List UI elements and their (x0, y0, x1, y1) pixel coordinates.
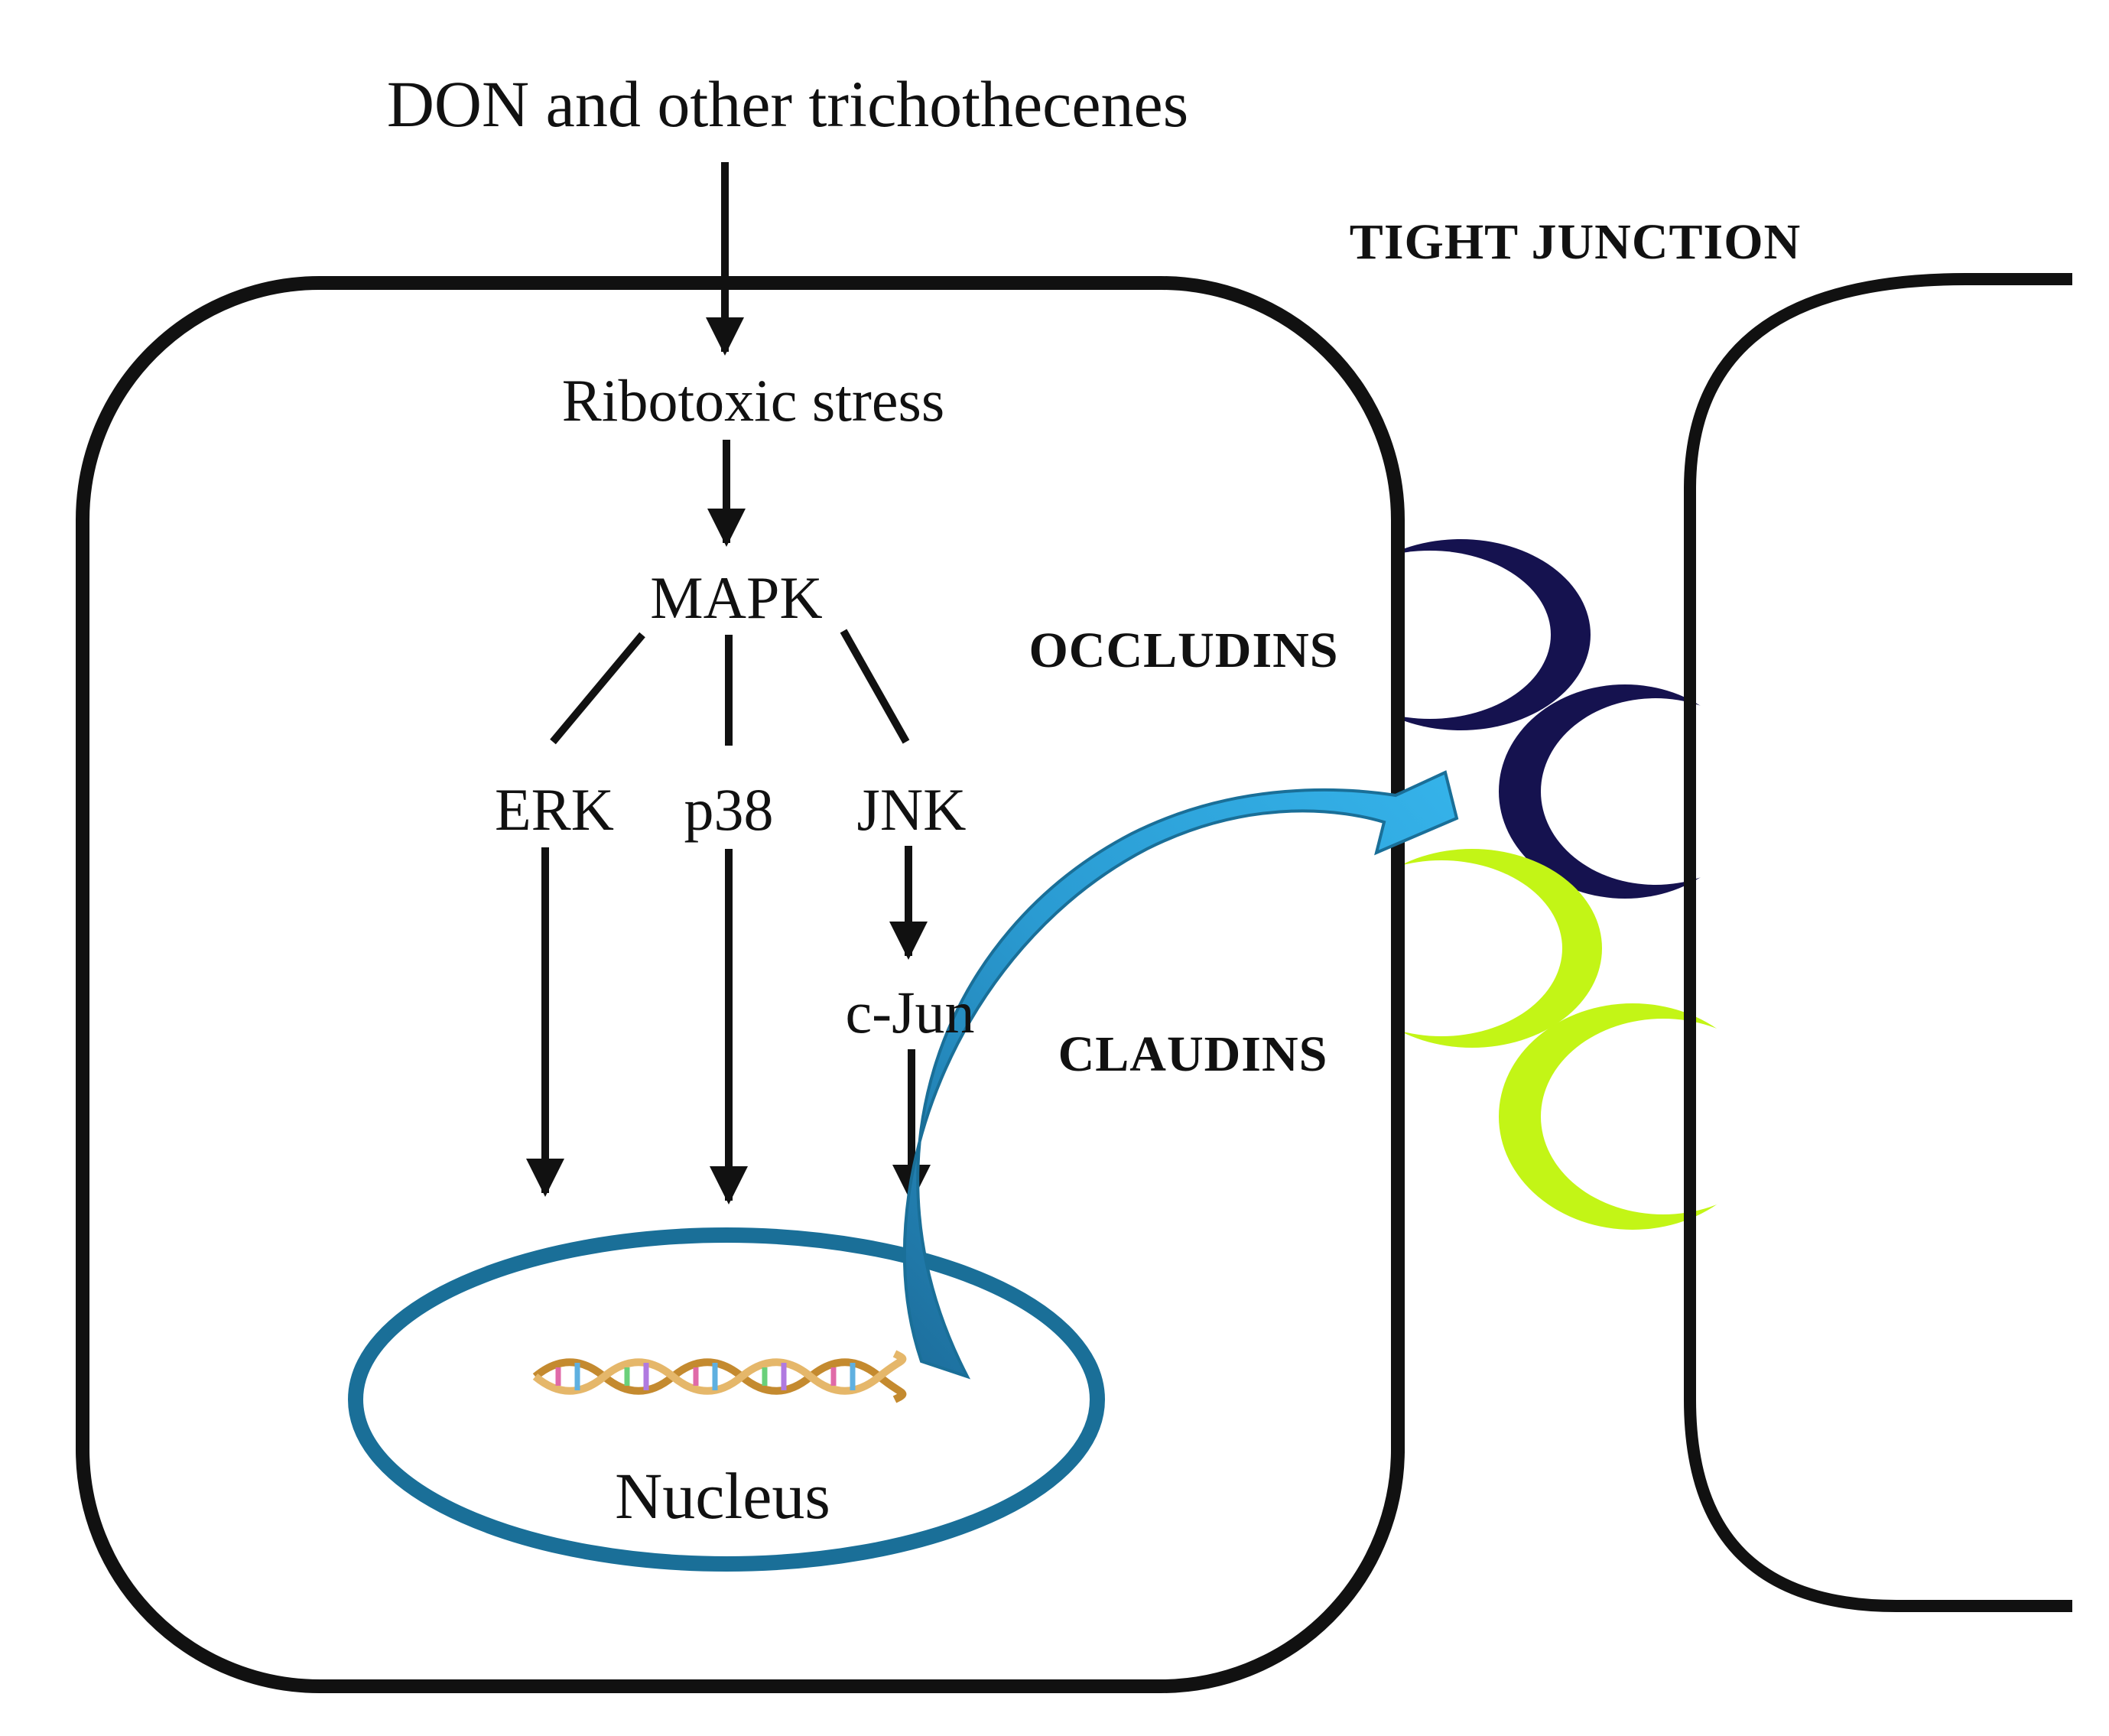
label-erk: ERK (495, 776, 614, 843)
label-tight-junction: TIGHT JUNCTION (1350, 214, 1801, 270)
label-ribotoxic-stress: Ribotoxic stress (562, 367, 945, 434)
label-cjun: c-Jun (846, 979, 975, 1045)
label-p38: p38 (684, 776, 774, 843)
label-occludins: OCCLUDINS (1029, 623, 1338, 678)
claudin-right (1499, 1003, 1786, 1230)
line-mapk-to-erk (550, 632, 645, 745)
line-mapk-to-jnk (840, 629, 910, 744)
dna-helix-icon (532, 1350, 907, 1403)
nucleus-envelope (348, 1227, 1105, 1572)
occludin-proteins (1398, 539, 1591, 730)
label-claudins: CLAUDINS (1058, 1026, 1328, 1082)
curved-arrow-nucleus-to-junction (902, 770, 1459, 1380)
label-mapk: MAPK (650, 564, 822, 631)
claudin-proteins (1398, 849, 1602, 1048)
label-jnk: JNK (856, 776, 966, 843)
label-nucleus: Nucleus (615, 1459, 830, 1533)
right-cell-membrane (1684, 273, 2072, 1612)
label-source: DON and other trichothecenes (387, 67, 1188, 141)
